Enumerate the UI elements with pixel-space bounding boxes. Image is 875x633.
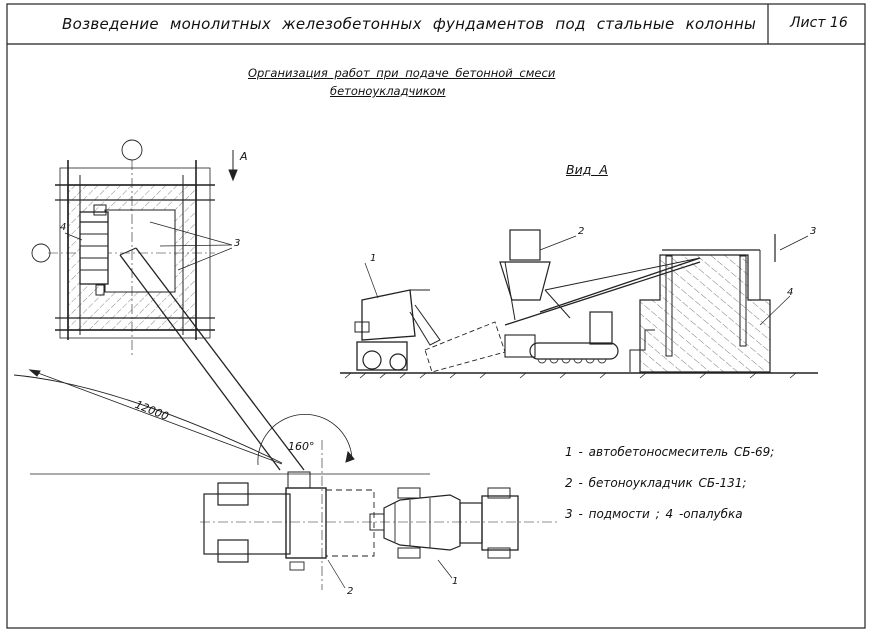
plan-view-foundation [31,139,238,355]
frame [6,3,866,629]
rotation-angle: 160° [288,440,315,453]
direction-mark: А [240,150,248,163]
sheet-title: Возведение монолитных железобетонных фун… [62,15,757,33]
sheet-number: Лист 16 [790,15,848,31]
side-callout-1: 1 [370,253,377,264]
side-callout-4: 4 [787,287,794,298]
plan-callout-3: 3 [234,238,241,249]
drawing-subtitle-line2: бетоноукладчиком [330,84,446,98]
bottom-callout-1: 1 [452,576,459,587]
drawing-subtitle-line1: Организация работ при подаче бетонной см… [248,66,556,80]
plan-callout-4: 4 [60,222,67,233]
plan-machines [30,440,560,590]
side-callout-2: 2 [578,226,585,237]
side-callout-3: 3 [810,226,817,237]
view-a-label: Вид А [566,162,608,177]
bottom-callout-2: 2 [347,586,354,597]
legend-item-2: 2 - бетоноукладчик СБ-131; [565,476,747,490]
boom-arm [13,247,355,471]
side-view-a [340,229,818,379]
legend-item-3: 3 - подмости ; 4 -опалубка [565,507,743,521]
legend-item-1: 1 - автобетоносмеситель СБ-69; [565,445,775,459]
